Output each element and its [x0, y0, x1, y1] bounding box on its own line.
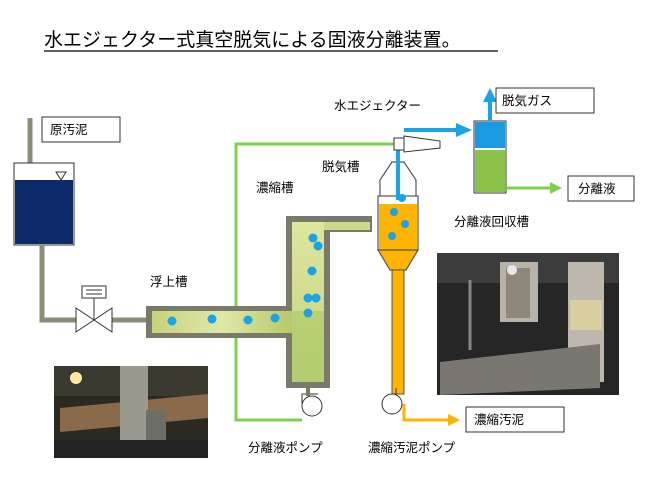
thickening-bubbles — [303, 233, 323, 318]
thickened-sludge-pump-icon[interactable] — [381, 388, 403, 415]
raw-sludge-label: 原汚泥 — [50, 122, 88, 137]
separated-liquid-out-arrow-icon — [550, 182, 562, 194]
recovery-tank-gas — [475, 122, 505, 148]
equipment-photo-left — [54, 366, 208, 458]
water-ejector-label: 水エジェクター — [334, 98, 421, 113]
vacuum-line — [396, 150, 400, 200]
thickened-sludge-arrow-icon — [448, 414, 460, 426]
equipment-photo-right — [437, 253, 619, 395]
degassed-gas-label: 脱気ガス — [502, 93, 552, 108]
raw-sludge-label-box — [41, 116, 121, 143]
flotation-tank — [152, 311, 292, 333]
thickened-sludge-label: 濃縮汚泥 — [474, 412, 524, 427]
thickened-sludge-pump-label: 濃縮汚泥ポンプ — [368, 440, 456, 455]
flotation-bubbles — [167, 313, 280, 326]
thickened-sludge-line — [402, 404, 450, 422]
thickened-sludge-box — [465, 406, 565, 433]
separated-liquid-pump-icon[interactable] — [301, 393, 323, 417]
flotation-tank-label: 浮上槽 — [150, 274, 188, 289]
separated-liquid-line — [234, 338, 302, 422]
degassing-tank-fill — [379, 204, 417, 250]
separated-liquid-label: 分離液 — [578, 181, 616, 196]
thickening-tank-label: 濃縮槽 — [256, 180, 294, 195]
level-indicator-icon — [55, 171, 67, 181]
motive-water-line — [234, 142, 396, 306]
water-ejector-icon[interactable] — [393, 135, 441, 153]
separated-liquid-box — [567, 175, 635, 202]
tank-walls — [146, 216, 372, 388]
degassing-outlet-pipe — [391, 269, 405, 395]
gas-out-arrow-icon — [483, 88, 497, 102]
diagram-title: 水エジェクター式真空脱気による固液分離装置。 — [44, 29, 461, 51]
degassing-bubbles — [388, 194, 409, 240]
raw-sludge-tank-fill — [15, 180, 73, 244]
control-valve-icon[interactable] — [75, 285, 113, 333]
feed-pipe — [39, 245, 78, 323]
recovery-tank-liquid — [475, 150, 505, 192]
degassed-gas-box — [495, 87, 595, 114]
degassing-tank-label: 脱気槽 — [322, 159, 360, 174]
recovery-tank-label: 分離液回収槽 — [454, 214, 529, 229]
separated-liquid-pump-label: 分離液ポンプ — [248, 440, 323, 455]
